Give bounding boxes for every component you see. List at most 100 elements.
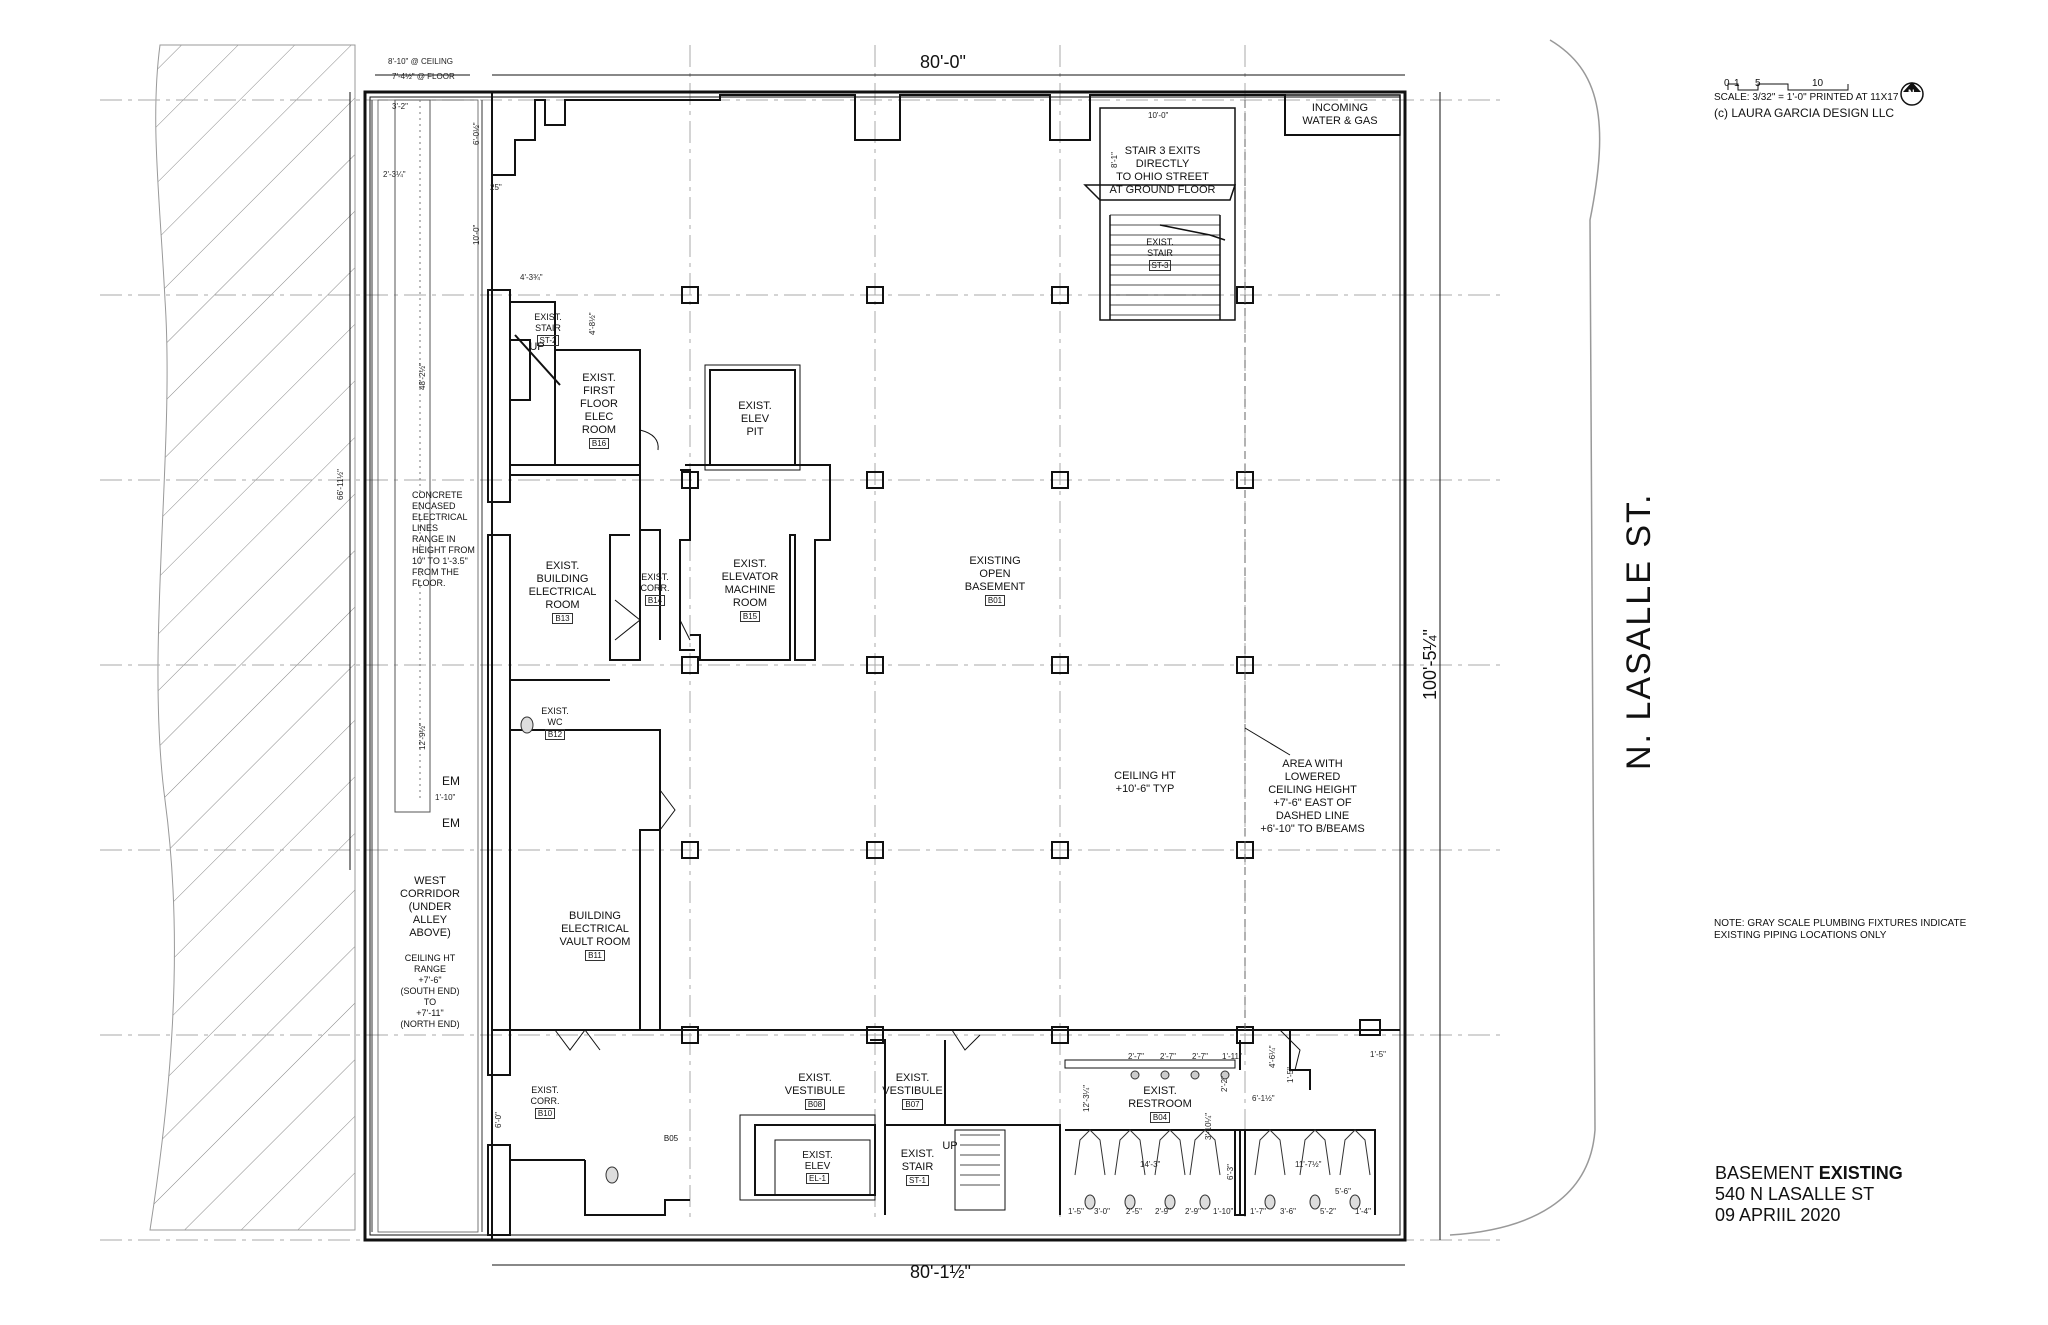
ceiling-height-label: CEILING HT +10'-6" TYP: [1114, 770, 1176, 795]
room-elev-pit: EXIST. ELEV PIT: [738, 400, 772, 438]
room-b01: EXISTING OPEN BASEMENT B01: [935, 555, 1055, 607]
dim-d10: 12'-9½": [418, 722, 427, 750]
dim-d11: 1'-10": [435, 793, 456, 802]
dim-d3: 6'-0½": [472, 122, 481, 145]
room-b08-tag: B08: [804, 1099, 826, 1110]
dim-floor: 7'-4½" @ FLOOR: [392, 72, 455, 81]
title-block: BASEMENT EXISTING 540 N LASALLE ST 09 AP…: [1715, 1163, 1903, 1226]
dim-d7: 4'-8½": [588, 312, 597, 335]
room-b01-tag: B01: [984, 595, 1006, 606]
west-corridor-label: WEST CORRIDOR (UNDER ALLEY ABOVE): [400, 875, 460, 939]
dim-d21: 3'-10¼": [1204, 1112, 1213, 1140]
dim-d16: 2'-7": [1160, 1052, 1176, 1061]
dim-d27: 1'-5": [1286, 1067, 1295, 1083]
room-st2-tag: ST-2: [536, 335, 560, 346]
room-el1-name: EXIST. ELEV: [802, 1150, 833, 1172]
sheet-title: BASEMENT EXISTING: [1715, 1163, 1903, 1184]
scale-tick-1: 1: [1734, 78, 1740, 89]
dim-r9: 5'-2": [1320, 1207, 1336, 1216]
up-label-st1: UP: [942, 1140, 958, 1152]
sheet-title-bold: EXISTING: [1818, 1163, 1903, 1183]
concrete-encased-note: CONCRETE ENCASED ELECTRICAL LINES RANGE …: [412, 490, 475, 588]
dim-d20: 2'-2": [1220, 1076, 1229, 1092]
dim-d4: 25": [490, 183, 502, 192]
room-b07: EXIST. VESTIBULE B07: [880, 1072, 945, 1111]
sheet-date: 09 APRIIL 2020: [1715, 1205, 1841, 1225]
room-b11: BUILDING ELECTRICAL VAULT ROOM B11: [540, 910, 650, 962]
dim-d24: 11'-7½": [1295, 1160, 1322, 1169]
restroom-stalls: [520, 716, 1371, 1210]
sheet-address: 540 N LASALLE ST: [1715, 1184, 1875, 1204]
dim-r5: 2'-9": [1185, 1207, 1201, 1216]
room-b10-tag: B10: [534, 1108, 556, 1119]
dim-d14: 8'-1": [1110, 152, 1119, 168]
incoming-water-gas-label: INCOMING WATER & GAS: [1302, 102, 1378, 127]
room-b07-name: EXIST. VESTIBULE: [882, 1072, 943, 1097]
dim-bottom-overall: 80'-1½": [910, 1262, 971, 1282]
room-b10-name: EXIST. CORR.: [530, 1085, 560, 1106]
dim-d6: 4'-3¾": [520, 273, 543, 282]
dim-d5: 10'-0": [472, 224, 481, 245]
stair-3: [1083, 107, 1237, 321]
dim-ceiling: 8'-10" @ CEILING: [388, 57, 453, 66]
scale-tick-10: 10: [1812, 78, 1824, 89]
room-b11-tag: B11: [585, 950, 605, 961]
room-b16-name: EXIST. FIRST FLOOR ELEC ROOM: [580, 372, 618, 436]
room-b05: B05: [656, 1133, 686, 1144]
scale-ticks: 0 1 5 10: [1714, 78, 1854, 92]
dim-d25: 6'-1½": [1252, 1094, 1275, 1103]
dim-d18: 1'-11": [1222, 1052, 1242, 1061]
room-b10: EXIST. CORR. B10: [520, 1085, 570, 1119]
dim-r2: 3'-0": [1094, 1207, 1110, 1216]
scale-tick-0: 0: [1724, 78, 1730, 89]
room-b14: EXIST. CORR.B14: [630, 572, 680, 606]
room-b04-name: EXIST. RESTROOM: [1128, 1085, 1192, 1110]
dim-d1: 3'-2": [392, 102, 408, 111]
room-b11-name: BUILDING ELECTRICAL VAULT ROOM: [559, 910, 631, 948]
room-b15-tag: B15: [739, 611, 761, 622]
room-st2-name: EXIST. STAIR: [534, 312, 562, 333]
copyright: (c) LAURA GARCIA DESIGN LLC: [1714, 106, 1895, 120]
dim-d17: 2'-7": [1192, 1052, 1208, 1061]
elevator-core: [679, 364, 831, 661]
room-b05-tag: B05: [663, 1134, 679, 1143]
room-b08-name: EXIST. VESTIBULE: [784, 1072, 846, 1097]
dim-d12: 6'-0": [494, 1112, 503, 1128]
scale-block: 0 1 5 10 SCALE: 3/32" = 1'-0" PRINTED AT…: [1714, 78, 1898, 119]
dim-r4: 2'-9": [1155, 1207, 1171, 1216]
room-b01-name: EXISTING OPEN BASEMENT: [964, 555, 1026, 593]
sheet-title-prefix: BASEMENT: [1715, 1163, 1819, 1183]
lowered-ceiling-note: AREA WITH LOWERED CEILING HEIGHT +7'-6" …: [1260, 758, 1365, 835]
room-st3-tag: ST-3: [1148, 260, 1172, 271]
dim-d23: 14'-3": [1140, 1160, 1161, 1169]
dim-r11: 5'-6": [1335, 1187, 1351, 1196]
room-st3: EXIST. STAIR ST-3: [1125, 237, 1195, 271]
dim-d15: 2'-7": [1128, 1052, 1144, 1061]
room-b14-tag: B14: [644, 595, 666, 606]
dim-d26: 4'-6¼": [1268, 1045, 1277, 1068]
em-label-2: EM: [442, 816, 460, 830]
dim-r10: 1'-4": [1355, 1207, 1371, 1216]
east-property-curve: [1449, 39, 1601, 1236]
room-b12-name: EXIST. WC: [541, 706, 569, 727]
scale-tick-5: 5: [1755, 78, 1761, 89]
room-st3-name: EXIST. STAIR: [1146, 237, 1174, 258]
north-arrow: [1900, 82, 1924, 106]
street-label: N. LASALLE ST.: [1620, 492, 1658, 770]
up-label-st2: UP: [529, 341, 545, 353]
dim-right-overall: 100'-5¼": [1420, 629, 1440, 700]
room-b13-tag: B13: [552, 613, 573, 624]
dim-r1: 1'-5": [1068, 1207, 1084, 1216]
room-el1-tag: EL-1: [806, 1173, 829, 1184]
room-b07-tag: B07: [902, 1099, 923, 1110]
north-label: N: [1908, 88, 1915, 98]
dim-d9: 66'-11½": [336, 469, 345, 500]
scale-note: SCALE: 3/32" = 1'-0" PRINTED AT 11X17: [1714, 92, 1899, 103]
